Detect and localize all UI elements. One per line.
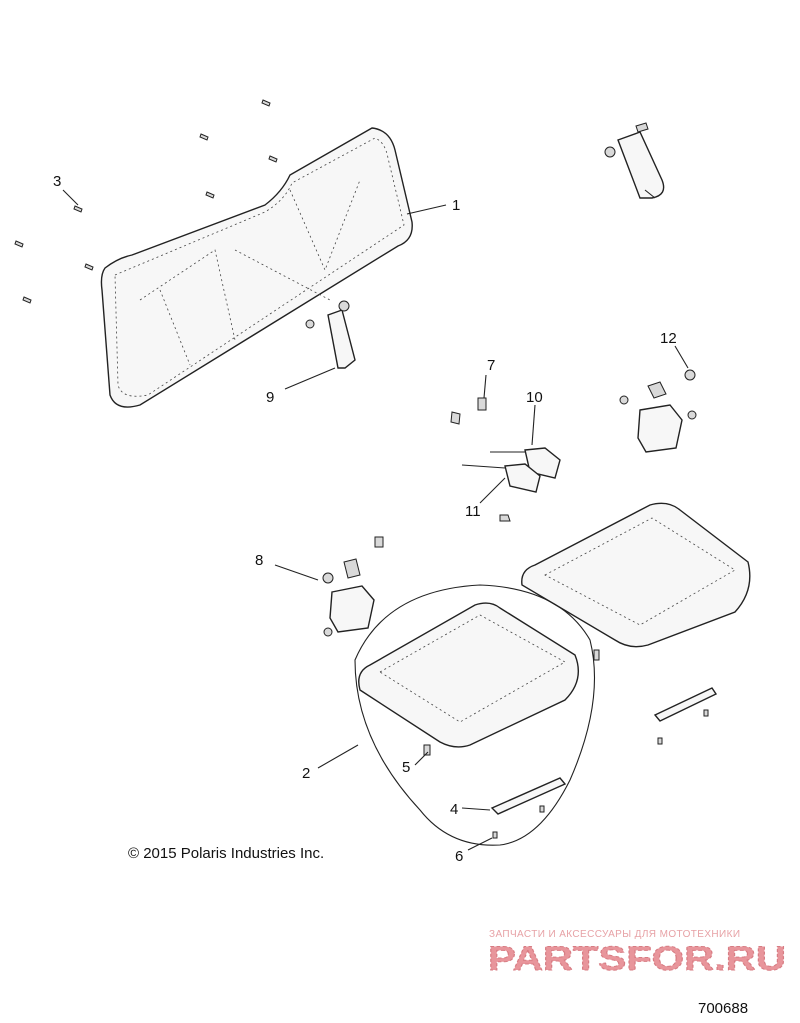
callout-3: 3 xyxy=(53,173,61,190)
callout-8: 8 xyxy=(255,552,263,569)
callout-4: 4 xyxy=(450,801,458,818)
seat-backrest xyxy=(100,127,413,408)
diagram-number: 700688 xyxy=(698,1000,749,1017)
mounting-rails xyxy=(423,649,718,839)
seat-belt-upper xyxy=(604,122,665,199)
callout-6: 6 xyxy=(455,848,463,865)
callout-10: 10 xyxy=(526,389,543,406)
seat-belt-retractor-left xyxy=(322,536,384,637)
callout-7: 7 xyxy=(487,357,495,374)
watermark-tagline: ЗАПЧАСТИ И АКСЕССУАРЫ ДЛЯ МОТОТЕХНИКИ xyxy=(489,929,741,940)
leader-lines xyxy=(62,189,689,851)
callout-5: 5 xyxy=(402,759,410,776)
copyright-text: © 2015 Polaris Industries Inc. xyxy=(128,845,325,862)
backrest-screws xyxy=(14,99,278,304)
callout-9: 9 xyxy=(266,389,274,406)
seat-cushion-right xyxy=(521,502,751,648)
callout-11: 11 xyxy=(465,503,481,520)
seat-assembly-outline xyxy=(354,584,596,846)
seat-bracket xyxy=(305,300,356,369)
callout-2: 2 xyxy=(302,765,310,782)
watermark-logo: PARTSFOR.RU xyxy=(488,940,787,974)
callout-12: 12 xyxy=(660,330,677,347)
seat-belt-buckles xyxy=(450,397,561,522)
seat-cushion-left xyxy=(358,602,579,748)
seat-belt-retractor-right xyxy=(619,369,697,453)
callout-1: 1 xyxy=(452,197,460,214)
watermark-logo-text: PARTSFOR.RU xyxy=(488,940,786,974)
